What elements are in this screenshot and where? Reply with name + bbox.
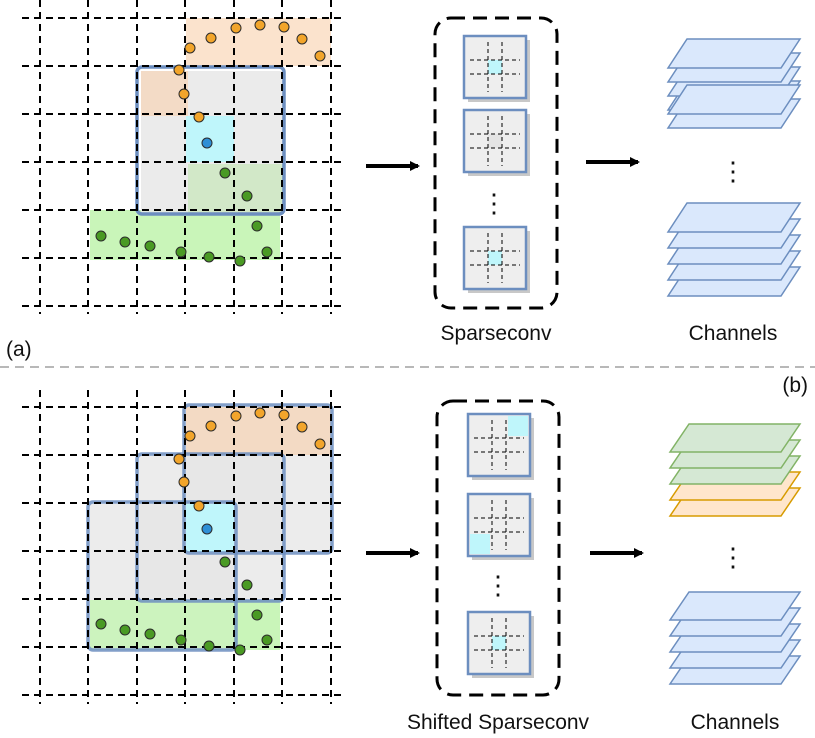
kernel-thumbnail [462,34,530,102]
kernel-thumbnail [466,610,534,678]
panel-tag-a: (a) [6,338,32,361]
green-point [234,644,246,656]
orange-point [178,476,190,488]
green-point [219,556,231,568]
kernel-thumbnail [462,108,530,176]
panel-tag-b: (b) [782,374,808,397]
channel-stack-top-lower [666,84,802,129]
orange-points [173,407,326,512]
channel-stack-bottom [668,591,802,685]
green-point [241,190,253,202]
sparseconv-caption: Sparseconv [441,322,552,345]
green-point [241,579,253,591]
kernel-thumbnail [462,225,530,293]
orange-point [278,21,290,33]
green-point [261,634,273,646]
ellipsis: ⋮ [481,188,507,218]
green-point [261,246,273,258]
green-point [95,618,107,630]
channel-stack-top [668,423,802,517]
panel-a: ⋮ Sparseconv ⋮ [6,0,802,361]
orange-point [230,22,242,34]
orange-points [173,19,326,123]
dashed-grid [22,0,345,314]
green-point [144,628,156,640]
channel-stack-bottom [666,202,802,297]
green-point [175,634,187,646]
green-points [95,167,273,267]
green-points [95,556,273,656]
green-point [95,230,107,242]
channels-caption: Channels [689,322,778,345]
kernel-window [135,65,286,216]
orange-point [296,33,308,45]
green-point [234,255,246,267]
panel-b: (b) [22,374,808,734]
dashed-grid [22,390,345,704]
sparseconv-box: ⋮ [433,16,559,310]
ellipsis: ⋮ [720,542,746,572]
ellipsis: ⋮ [485,570,511,600]
green-point [119,624,131,636]
orange-point [173,64,185,76]
green-point [251,609,263,621]
orange-point [254,407,266,419]
center-point [201,523,213,535]
kernel-thumbnail [466,412,534,480]
green-point [203,251,215,263]
orange-point [230,410,242,422]
green-point [251,220,263,232]
green-point [144,240,156,252]
shifted-sparseconv-caption: Shifted Sparseconv [407,711,590,734]
green-point [175,246,187,258]
kernel-thumbnail [466,492,534,560]
orange-point [173,453,185,465]
orange-point [314,438,326,450]
orange-point [205,32,217,44]
orange-point [193,500,205,512]
ellipsis: ⋮ [720,156,746,186]
orange-point [278,409,290,421]
orange-point [205,420,217,432]
shifted-sparseconv-box: ⋮ [435,399,561,697]
green-point [203,640,215,652]
orange-point [184,430,196,442]
orange-point [314,50,326,62]
orange-point [193,111,205,123]
orange-point [254,19,266,31]
orange-point [296,421,308,433]
orange-point [178,88,190,100]
channels-caption: Channels [691,711,780,734]
center-point [201,137,213,149]
orange-point [184,42,196,54]
green-point [219,167,231,179]
green-point [119,236,131,248]
